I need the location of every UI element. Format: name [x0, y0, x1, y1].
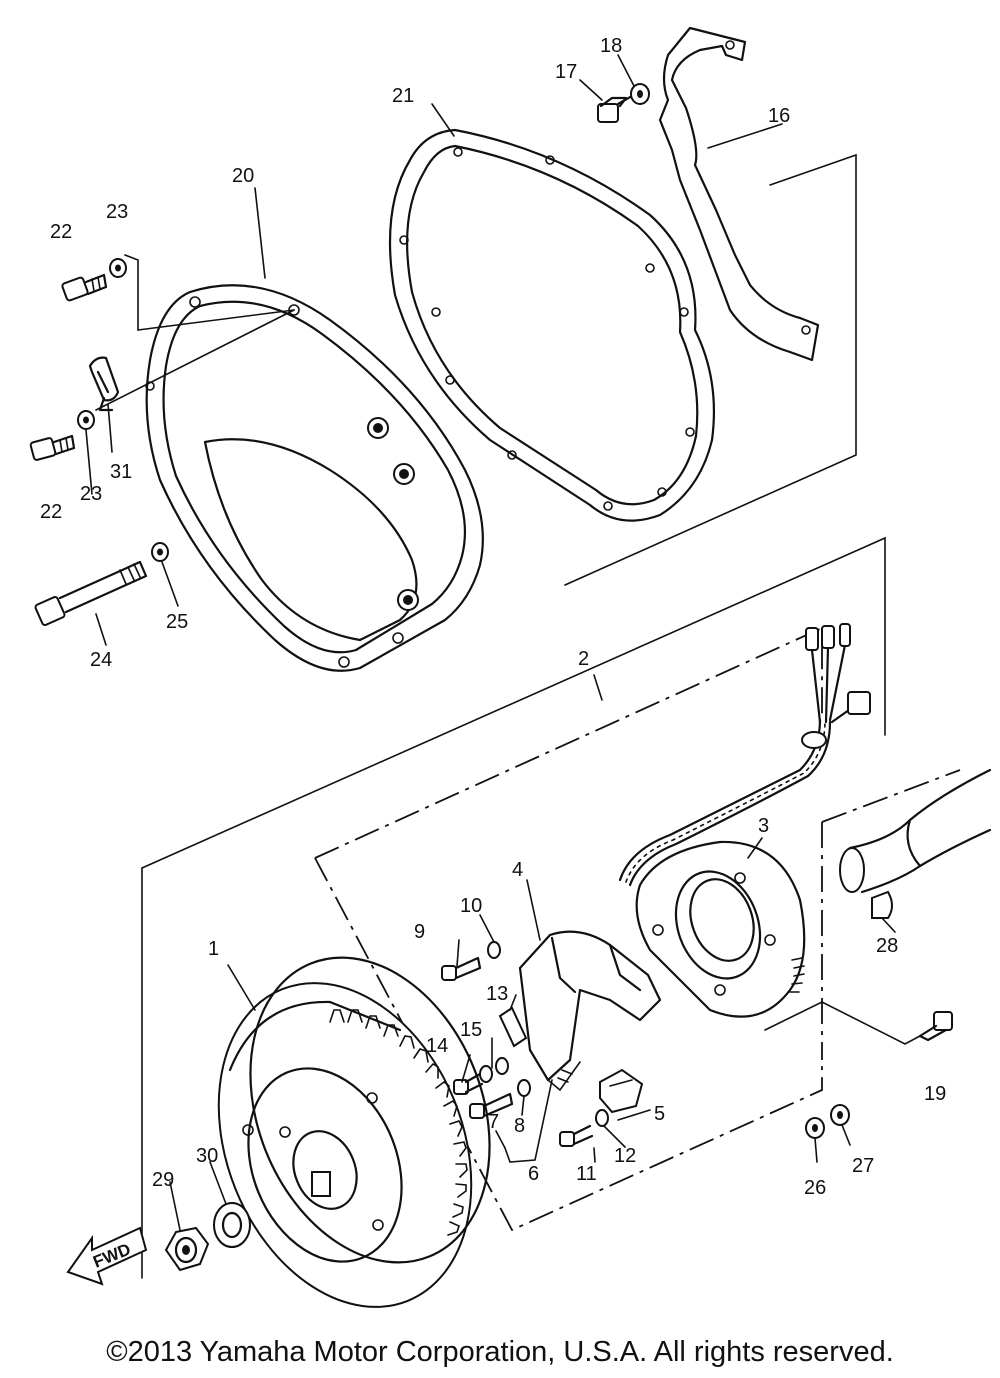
label-part-2: 2 [578, 648, 589, 670]
flywheel-cover [145, 284, 484, 672]
bracket-6-leader [504, 1079, 553, 1163]
callout-leaders [85, 54, 896, 1231]
label-part-4: 4 [512, 859, 523, 881]
flywheel [217, 956, 491, 1308]
label-part-27: 27 [852, 1155, 874, 1177]
label-part-23-lower: 23 [80, 483, 102, 505]
label-part-25: 25 [166, 611, 188, 633]
bolt-22-upper [61, 273, 108, 302]
label-part-10: 10 [460, 895, 482, 917]
screw-7 [469, 1092, 514, 1119]
label-part-31: 31 [110, 461, 132, 483]
bracket-plate [658, 26, 820, 362]
washer-23-upper [109, 258, 127, 278]
bolt-22-lower [29, 434, 76, 461]
label-part-29: 29 [152, 1169, 174, 1191]
assembly-outline-lower [141, 536, 886, 1279]
washer-27 [830, 1104, 850, 1126]
cover-gasket [388, 128, 716, 522]
cable-clamp [88, 356, 120, 412]
label-part-14: 14 [426, 1035, 448, 1057]
flywheel-nut [164, 1226, 210, 1272]
woodruff-key [871, 890, 893, 919]
label-part-13: 13 [486, 983, 508, 1005]
label-part-8: 8 [514, 1115, 525, 1137]
washer-23-lower [77, 410, 95, 430]
label-part-20: 20 [232, 165, 254, 187]
part-number-labels: 1 2 3 4 5 6 7 8 9 10 11 12 13 14 15 16 1… [40, 35, 946, 1199]
cover-bolt-leaders [95, 254, 295, 411]
coil-5 [599, 1068, 644, 1114]
washer-8 [517, 1079, 531, 1097]
washer-10 [487, 941, 501, 959]
label-part-11: 11 [576, 1163, 597, 1185]
exploded-parts-diagram: FWD [29, 26, 992, 1308]
label-part-1: 1 [208, 938, 219, 960]
flywheel-washer [213, 1202, 251, 1248]
label-part-15: 15 [460, 1019, 482, 1041]
washer-18 [630, 83, 650, 105]
forward-direction-arrow: FWD [66, 1226, 148, 1286]
bolt-17 [597, 94, 634, 123]
assembly-outline-upper [564, 153, 857, 586]
washer-12 [595, 1109, 609, 1127]
label-part-21: 21 [392, 85, 414, 107]
label-part-6: 6 [528, 1163, 539, 1185]
label-part-7: 7 [488, 1111, 499, 1133]
copyright-notice: ©2013 Yamaha Motor Corporation, U.S.A. A… [106, 1336, 894, 1368]
fwd-label: FWD [90, 1240, 133, 1272]
wire-harness [618, 623, 871, 887]
bracket-13 [498, 1006, 528, 1048]
label-part-18: 18 [600, 35, 622, 57]
label-part-5: 5 [654, 1103, 665, 1125]
washer-15 [479, 1057, 509, 1083]
label-part-9: 9 [414, 921, 425, 943]
label-part-17: 17 [555, 61, 577, 83]
charge-coil [518, 930, 662, 1092]
label-part-22-lower: 22 [40, 501, 62, 523]
label-part-12: 12 [614, 1145, 636, 1167]
label-part-19: 19 [924, 1083, 946, 1105]
long-bolt-24 [34, 560, 148, 626]
screw-9 [441, 956, 482, 981]
label-part-30: 30 [196, 1145, 218, 1167]
screw-14 [453, 1072, 484, 1095]
label-part-16: 16 [768, 105, 790, 127]
label-part-22-upper: 22 [50, 221, 72, 243]
bolt-19 [764, 1001, 953, 1045]
label-part-24: 24 [90, 649, 112, 671]
screw-11 [559, 1124, 594, 1147]
label-part-28: 28 [876, 935, 898, 957]
stator-base-plate [635, 840, 806, 1018]
nut-26 [805, 1117, 825, 1139]
crankshaft-end [839, 768, 992, 894]
label-part-23-upper: 23 [106, 201, 128, 223]
label-part-3: 3 [758, 815, 769, 837]
label-part-26: 26 [804, 1177, 826, 1199]
washer-25 [151, 542, 169, 562]
